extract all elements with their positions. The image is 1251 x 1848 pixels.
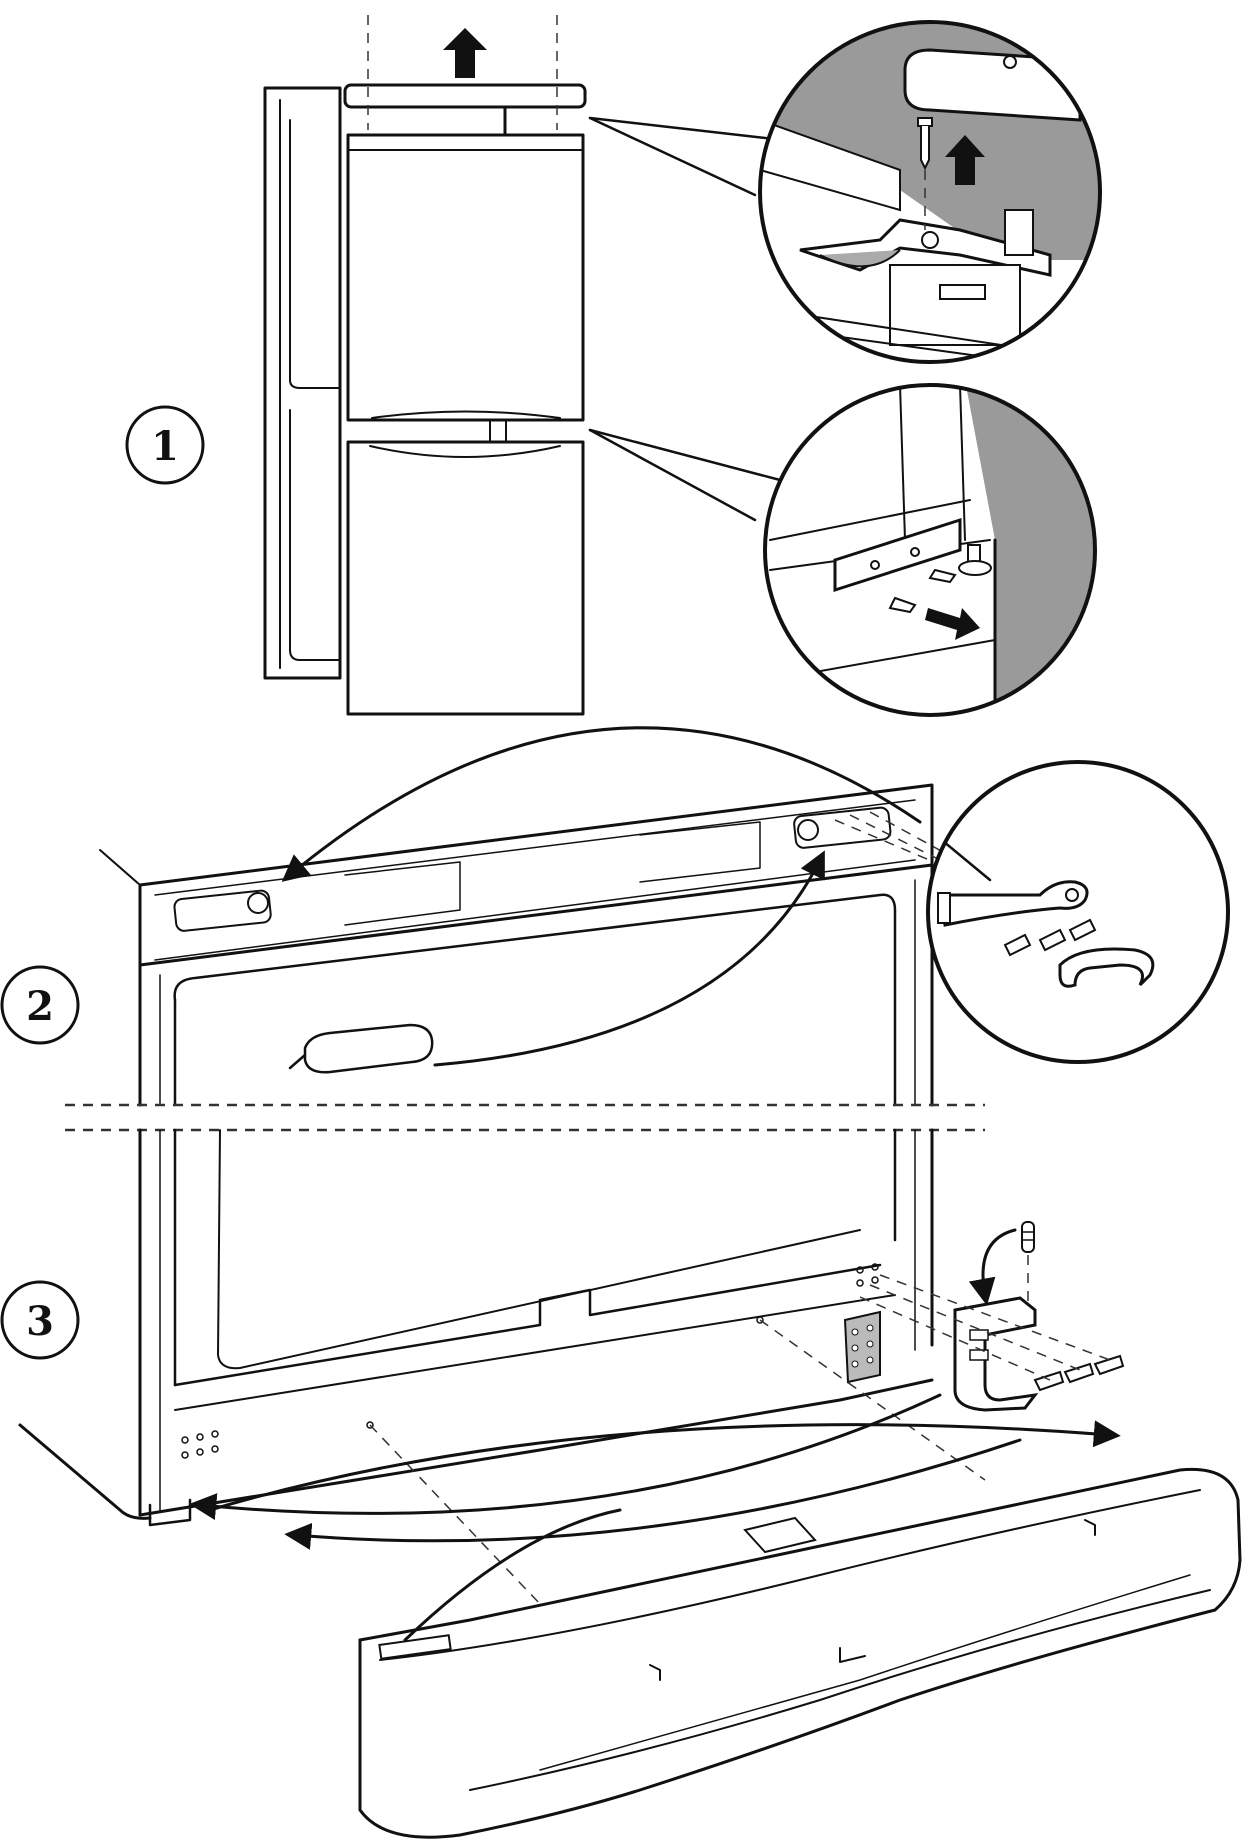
fridge-cabinet [263, 86, 342, 680]
step-1-group: 1 [125, 15, 1102, 717]
hinge-icon [937, 880, 1089, 927]
arrow-curved-icon [403, 1508, 622, 1642]
door-body [138, 863, 934, 1107]
arrow-down-right-icon [925, 608, 980, 640]
arrow-up-icon [945, 135, 985, 185]
step-2-badge [0, 965, 80, 1045]
hinge-detail [926, 760, 1230, 1064]
lower-door [346, 440, 585, 716]
arrow-curved-icon [968, 1228, 1017, 1306]
step-3-number: 3 [26, 1298, 54, 1345]
screw-icon [917, 117, 933, 171]
screw-icon [888, 568, 957, 614]
bottom-cover-panel [358, 1467, 1242, 1839]
step-1-number: 1 [151, 423, 179, 470]
handle-plug [288, 1023, 434, 1074]
screw-icon [1003, 918, 1097, 957]
step-3-group: 3 [0, 1128, 1242, 1839]
arrow-curved-icon [189, 1393, 942, 1520]
upper-door [346, 133, 585, 422]
arrow-curved-icon [284, 1438, 1022, 1550]
lower-door-body [18, 1128, 934, 1527]
step-2-number: 2 [26, 983, 54, 1030]
arrow-curved-icon [433, 850, 825, 1067]
arrow-curved-icon [208, 1420, 1121, 1512]
hinge-icon [953, 1296, 1039, 1412]
top-hinge-detail [758, 20, 1102, 364]
arrow-up-icon [443, 28, 487, 78]
pin-icon [1021, 1221, 1035, 1253]
arrow-curved-icon [281, 726, 922, 882]
top-hinge-cover [343, 83, 587, 109]
middle-hinge-detail [763, 383, 1097, 717]
step-2-group: 2 [0, 726, 1230, 1107]
step-1-badge [125, 405, 205, 485]
middle-hinge [489, 419, 507, 443]
vent-holes [181, 1263, 879, 1459]
hinge-bracket-plate [843, 1310, 881, 1384]
hinge-cover [1058, 947, 1155, 988]
step-3-badge [0, 1280, 80, 1360]
